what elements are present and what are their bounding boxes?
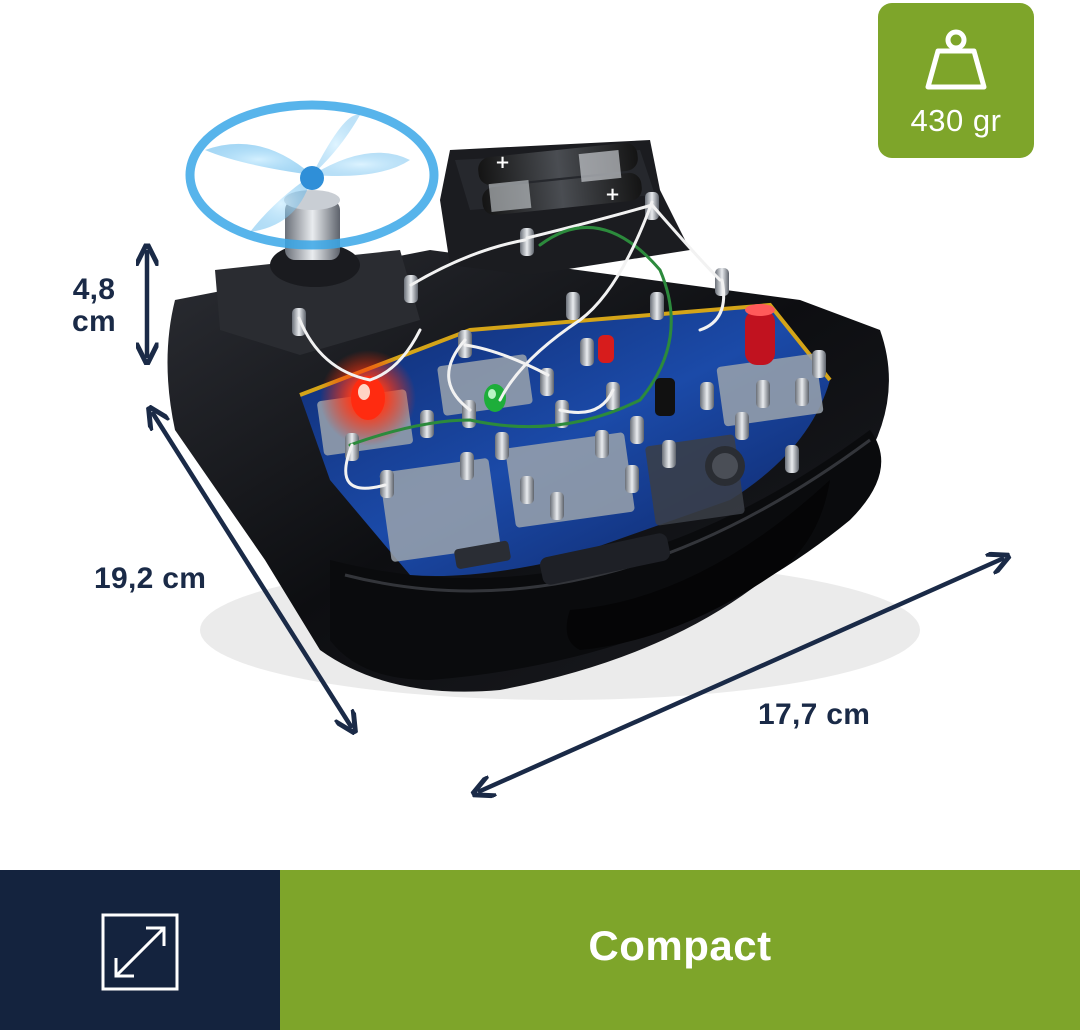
weight-badge: 430 gr	[878, 3, 1034, 158]
svg-text:+: +	[605, 184, 620, 205]
feature-title: Compact	[588, 922, 772, 969]
svg-text:+: +	[495, 152, 510, 173]
product-photo: + +	[0, 100, 1080, 870]
expand-diagonal-icon	[101, 913, 179, 991]
feature-banner: Compact	[0, 870, 1080, 1030]
width-dimension-label: 17,7 cm	[758, 698, 871, 731]
depth-dimension-label: 19,2 cm	[94, 562, 207, 595]
product-stage: + +	[0, 3, 1080, 870]
height-value: 4,8	[72, 273, 116, 306]
feature-title-panel: Compact	[280, 870, 1080, 1030]
weight-icon	[925, 29, 987, 90]
feature-icon-panel	[0, 870, 280, 1030]
height-unit: cm	[72, 305, 116, 338]
weight-label: 430 gr	[910, 103, 1002, 138]
height-dimension-label: 4,8 cm	[64, 274, 124, 338]
